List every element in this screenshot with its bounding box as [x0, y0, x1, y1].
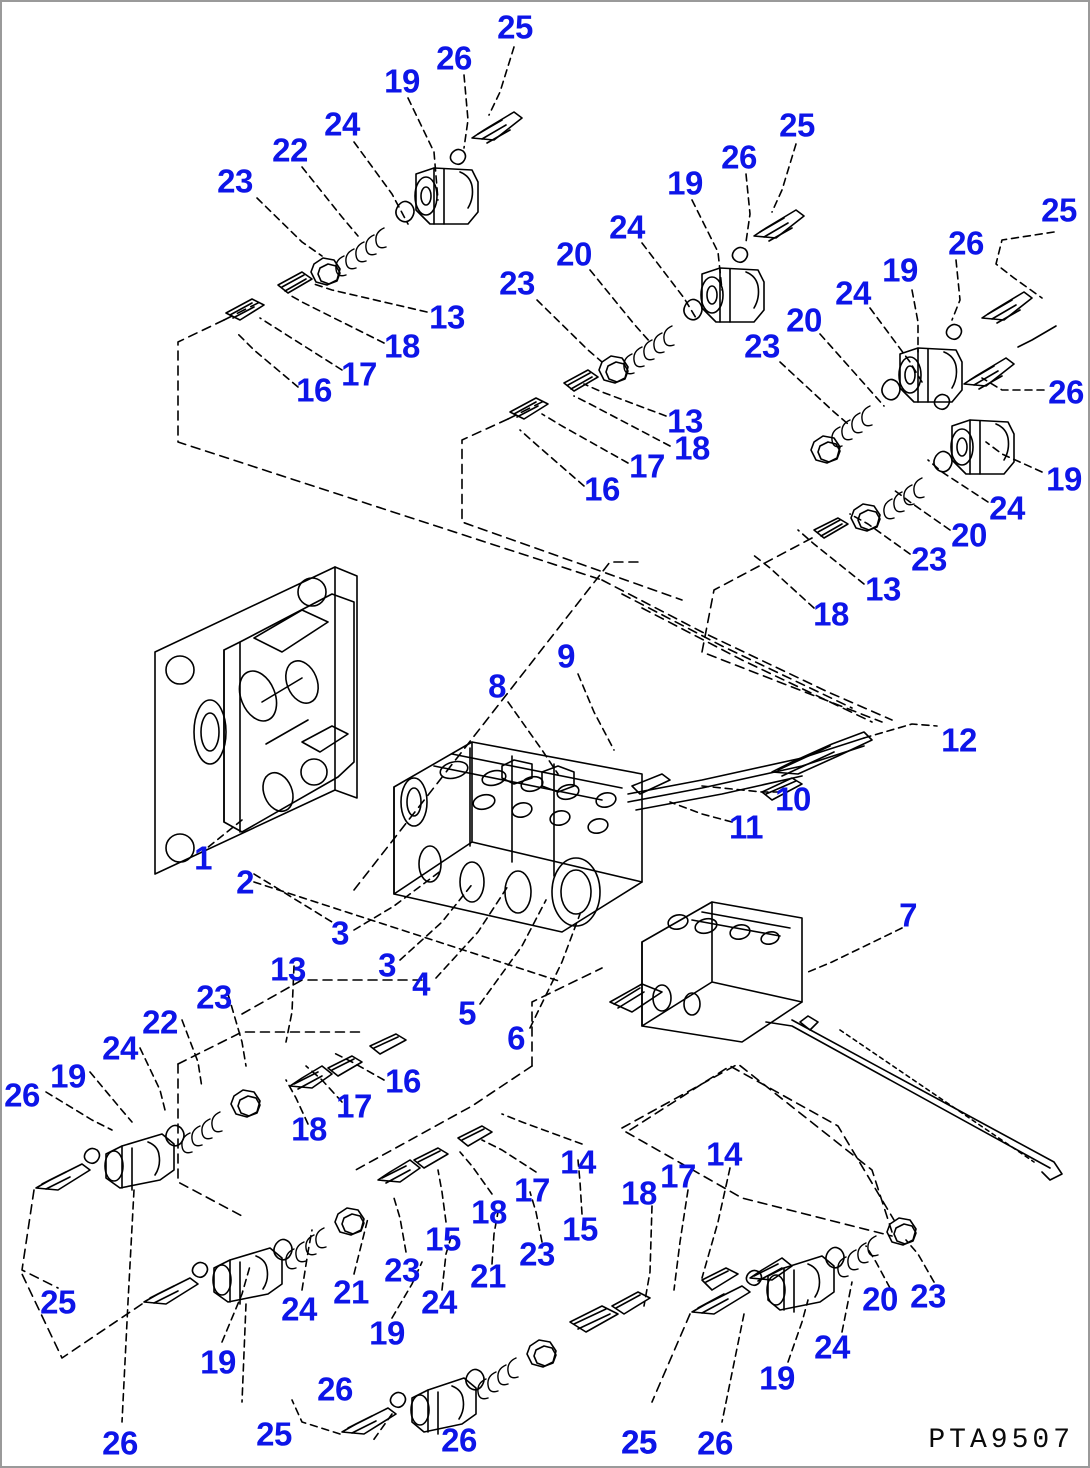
callout-19: 19 — [1046, 460, 1082, 498]
callout-26: 26 — [317, 1370, 353, 1408]
callout-20: 20 — [556, 235, 592, 273]
callout-18: 18 — [813, 595, 849, 633]
callout-18: 18 — [674, 429, 710, 467]
callout-10: 10 — [775, 780, 811, 818]
callout-19: 19 — [759, 1359, 795, 1397]
bracket-guides — [177, 967, 895, 1221]
callout-25: 25 — [1041, 191, 1077, 229]
callout-23: 23 — [910, 1277, 946, 1315]
callout-19: 19 — [369, 1314, 405, 1352]
callout-26: 26 — [436, 39, 472, 77]
secondary-valve-block — [609, 901, 1063, 1181]
callout-26: 26 — [441, 1421, 477, 1459]
callout-21: 21 — [333, 1273, 369, 1311]
callout-13: 13 — [865, 570, 901, 608]
callout-23: 23 — [744, 327, 780, 365]
callout-24: 24 — [609, 208, 645, 246]
callout-24: 24 — [281, 1290, 317, 1328]
callout-7: 7 — [899, 896, 917, 934]
callout-16: 16 — [296, 371, 332, 409]
callout-21: 21 — [470, 1257, 506, 1295]
callout-24: 24 — [989, 489, 1025, 527]
spool-assembly-bottom-right — [611, 1063, 935, 1423]
callout-26: 26 — [948, 224, 984, 262]
main-control-valve-body — [353, 673, 643, 1029]
callout-17: 17 — [660, 1157, 696, 1195]
callout-12: 12 — [941, 721, 977, 759]
callout-23: 23 — [196, 978, 232, 1016]
callout-23: 23 — [217, 162, 253, 200]
callout-3: 3 — [331, 914, 349, 952]
spool-assembly-top-right-a — [779, 231, 1055, 464]
callout-24: 24 — [102, 1029, 138, 1067]
spool-assembly-top-right-b — [701, 325, 1057, 723]
callout-24: 24 — [814, 1328, 850, 1366]
callout-16: 16 — [584, 470, 620, 508]
callout-13: 13 — [270, 950, 306, 988]
callout-18: 18 — [291, 1110, 327, 1148]
callout-20: 20 — [951, 516, 987, 554]
callout-3: 3 — [378, 946, 396, 984]
callout-15: 15 — [425, 1220, 461, 1258]
callout-13: 13 — [429, 298, 465, 336]
callout-23: 23 — [519, 1235, 555, 1273]
callout-25: 25 — [779, 106, 815, 144]
callout-1: 1 — [194, 839, 212, 877]
callout-17: 17 — [514, 1171, 550, 1209]
callout-25: 25 — [256, 1415, 292, 1453]
callout-23: 23 — [384, 1251, 420, 1289]
callout-25: 25 — [621, 1423, 657, 1461]
callout-17: 17 — [341, 355, 377, 393]
callout-2: 2 — [236, 863, 254, 901]
callout-5: 5 — [458, 994, 476, 1032]
drawing-code-label: PTA9507 — [928, 1425, 1074, 1456]
callout-18: 18 — [384, 327, 420, 365]
callout-25: 25 — [497, 8, 533, 46]
callout-16: 16 — [385, 1062, 421, 1100]
callout-19: 19 — [200, 1343, 236, 1381]
callout-24: 24 — [324, 105, 360, 143]
spool-assembly-bottom-left — [21, 965, 407, 1423]
callout-19: 19 — [384, 62, 420, 100]
callout-14: 14 — [560, 1143, 596, 1181]
spool-assembly-bottom-mid — [291, 1159, 619, 1443]
callout-26: 26 — [1048, 373, 1084, 411]
callout-23: 23 — [911, 540, 947, 578]
callout-19: 19 — [50, 1057, 86, 1095]
callout-26: 26 — [721, 138, 757, 176]
callout-8: 8 — [488, 667, 506, 705]
callout-22: 22 — [142, 1003, 178, 1041]
callout-26: 26 — [102, 1424, 138, 1462]
callout-25: 25 — [621, 1423, 657, 1461]
callout-19: 19 — [667, 164, 703, 202]
callout-4: 4 — [412, 965, 430, 1003]
callout-18: 18 — [621, 1174, 657, 1212]
callout-9: 9 — [557, 637, 575, 675]
callout-20: 20 — [786, 301, 822, 339]
spool-assembly-top-middle — [461, 143, 805, 601]
callout-6: 6 — [507, 1019, 525, 1057]
callout-17: 17 — [336, 1087, 372, 1125]
callout-15: 15 — [562, 1210, 598, 1248]
callout-26: 26 — [697, 1424, 733, 1462]
callout-24: 24 — [421, 1283, 457, 1321]
callout-23: 23 — [499, 264, 535, 302]
hose-fittings-10-11-12 — [353, 561, 938, 891]
spool-assembly-top-left — [177, 46, 603, 581]
callout-25: 25 — [40, 1283, 76, 1321]
callout-18: 18 — [471, 1193, 507, 1231]
callout-24: 24 — [835, 274, 871, 312]
callout-17: 17 — [629, 447, 665, 485]
callout-20: 20 — [862, 1280, 898, 1318]
cover-plate-assembly — [154, 566, 563, 983]
callout-14: 14 — [706, 1135, 742, 1173]
callout-19: 19 — [882, 251, 918, 289]
callout-13: 13 — [667, 402, 703, 440]
callout-26: 26 — [4, 1076, 40, 1114]
spool-assembly-bottom-mid-left — [21, 1113, 583, 1403]
callout-11: 11 — [729, 808, 763, 846]
callout-22: 22 — [272, 131, 308, 169]
